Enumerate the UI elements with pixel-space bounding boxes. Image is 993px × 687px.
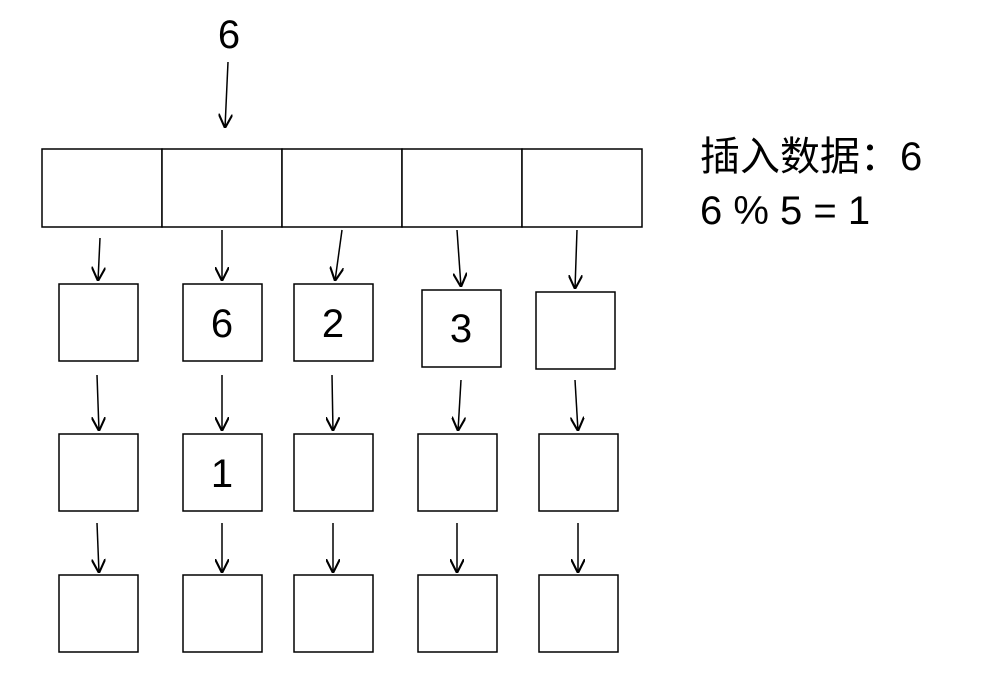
- node-b1-2: [182, 574, 263, 653]
- node-b0-1: [58, 433, 139, 512]
- arrow-b0-1: [97, 374, 99, 431]
- node-b1-1: [182, 433, 263, 512]
- annotation-insert-label: 插入数据：6: [700, 135, 923, 179]
- arrow-b4-1: [575, 379, 578, 431]
- table-slot-4: [521, 148, 643, 228]
- arrows-row-2: [97, 522, 578, 573]
- node-row-0: 6 2 3: [58, 283, 616, 370]
- node-b3-2: [417, 574, 498, 653]
- arrow-b0-2: [97, 522, 99, 573]
- node-b1-0: [182, 283, 263, 362]
- node-b0-2: [58, 574, 139, 653]
- node-b4-2: [538, 574, 619, 653]
- arrows-row-1: [97, 374, 578, 431]
- arrows-row-0: [98, 229, 577, 289]
- node-b3-0: [421, 289, 502, 368]
- node-b3-1: [417, 433, 498, 512]
- table-slot-3: [401, 148, 523, 228]
- node-b2-2: [293, 574, 374, 653]
- node-b3-0-value: 3: [450, 307, 472, 351]
- arrow-slot-3: [457, 229, 461, 287]
- node-b2-0-value: 2: [322, 302, 344, 346]
- hash-table: [41, 148, 643, 228]
- insert-value-label: 6: [218, 13, 240, 57]
- annotation-hash-formula: 6 % 5 = 1: [700, 189, 871, 233]
- insert-arrow: [225, 61, 228, 128]
- node-b4-0: [535, 291, 616, 370]
- table-slot-1: [161, 148, 283, 228]
- arrow-slot-2: [335, 229, 342, 281]
- node-b4-1: [538, 433, 619, 512]
- table-slot-2: [281, 148, 403, 228]
- node-b0-0: [58, 283, 139, 362]
- node-row-2: [58, 574, 619, 653]
- node-b1-0-value: 6: [211, 302, 233, 346]
- arrow-slot-0: [98, 237, 100, 281]
- arrow-b3-1: [458, 379, 461, 431]
- node-b2-0: [293, 283, 374, 362]
- node-row-1: 1: [58, 433, 619, 512]
- node-b2-1: [293, 433, 374, 512]
- node-b1-1-value: 1: [211, 452, 233, 496]
- table-slot-0: [41, 148, 163, 228]
- arrow-b2-1: [332, 374, 333, 431]
- arrow-slot-4: [575, 229, 577, 289]
